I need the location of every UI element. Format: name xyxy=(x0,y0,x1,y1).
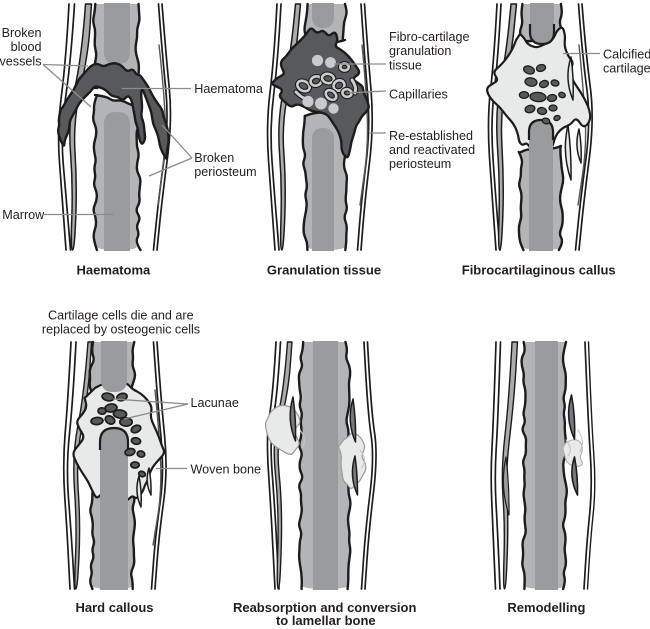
svg-text:periosteum: periosteum xyxy=(389,157,451,171)
svg-text:Capillaries: Capillaries xyxy=(389,88,448,102)
svg-text:Granulation tissue: Granulation tissue xyxy=(267,262,381,277)
svg-text:Hard callous: Hard callous xyxy=(75,600,153,615)
svg-text:to lamellar bone: to lamellar bone xyxy=(276,613,376,628)
svg-text:Woven bone: Woven bone xyxy=(191,462,261,476)
svg-text:blood: blood xyxy=(11,40,42,54)
svg-text:cartilage: cartilage xyxy=(603,62,650,76)
svg-text:Fibrocartilaginous callus: Fibrocartilaginous callus xyxy=(462,262,616,277)
svg-text:Fibro-cartilage: Fibro-cartilage xyxy=(389,30,470,44)
svg-text:replaced by osteogenic cells: replaced by osteogenic cells xyxy=(42,323,200,337)
svg-text:periosteum: periosteum xyxy=(194,165,256,179)
svg-text:tissue: tissue xyxy=(389,58,422,72)
svg-text:Haematoma: Haematoma xyxy=(194,82,263,96)
svg-text:Lacunae: Lacunae xyxy=(191,396,239,410)
svg-text:Remodelling: Remodelling xyxy=(507,600,585,615)
svg-text:Cartilage cells die and are: Cartilage cells die and are xyxy=(48,309,194,323)
svg-text:granulation: granulation xyxy=(389,44,451,58)
svg-text:Broken: Broken xyxy=(194,151,234,165)
svg-text:Reabsorption and conversion: Reabsorption and conversion xyxy=(233,600,417,615)
svg-text:Broken: Broken xyxy=(2,26,42,40)
svg-text:Haematoma: Haematoma xyxy=(77,262,151,277)
svg-text:and reactivated: and reactivated xyxy=(389,143,475,157)
svg-text:Calcified: Calcified xyxy=(603,47,650,61)
svg-text:vessels: vessels xyxy=(0,54,42,68)
svg-text:Re-established: Re-established xyxy=(389,129,473,143)
svg-text:Marrow: Marrow xyxy=(2,208,45,222)
